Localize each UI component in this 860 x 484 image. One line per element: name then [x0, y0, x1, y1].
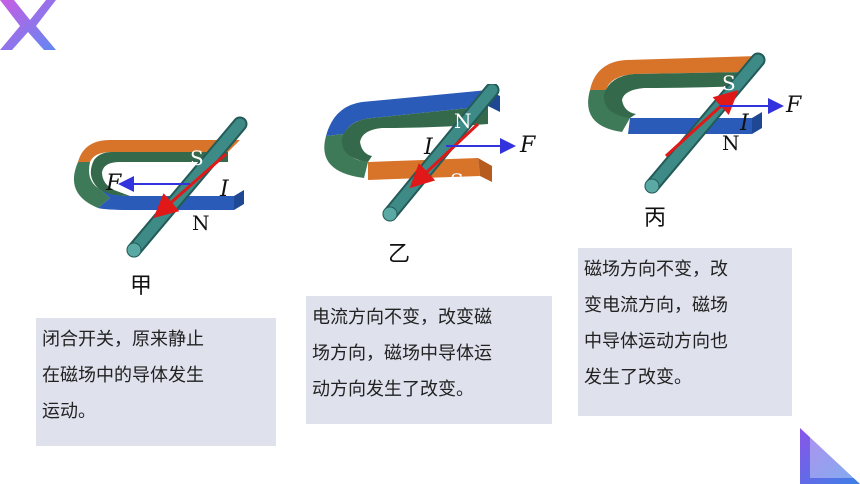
pole-bottom-label: N	[192, 211, 210, 235]
description-line: 动方向发生了改变。	[312, 379, 474, 400]
pole-bottom-label: S	[450, 169, 464, 193]
figure-label-yi: 乙	[388, 242, 411, 267]
pole-bottom-label: N	[722, 131, 740, 155]
description-line: 闭合开关，原来静止	[42, 329, 204, 350]
figure-label-bing: 丙	[644, 206, 667, 231]
figure-label-jia: 甲	[130, 274, 153, 299]
current-label: I	[219, 177, 230, 202]
decorative-corner-triangle	[800, 428, 860, 484]
description-line: 运动。	[42, 401, 96, 422]
description-box-3: 磁场方向不变，改 变电流方向，磁场 中导体运动方向也 发生了改变。	[578, 248, 792, 416]
force-label: F	[785, 93, 802, 118]
magnet-figure-yi: N S F I	[324, 84, 536, 222]
description-line: 场方向，磁场中导体运	[312, 343, 492, 364]
magnet-figure-bing: S N F I	[588, 52, 802, 194]
description-box-2: 电流方向不变，改变磁 场方向，磁场中导体运 动方向发生了改变。	[306, 296, 552, 424]
force-label: F	[519, 133, 536, 158]
description-line: 电流方向不变，改变磁	[312, 307, 492, 328]
pole-top-label: S	[722, 71, 736, 95]
description-line: 发生了改变。	[584, 367, 692, 388]
decorative-x-logo	[0, 0, 56, 50]
current-label: I	[423, 135, 434, 160]
magnet-figure-jia: S N F I	[73, 116, 248, 258]
description-box-1: 闭合开关，原来静止 在磁场中的导体发生 运动。	[36, 318, 276, 446]
current-label: I	[739, 111, 750, 136]
description-line: 变电流方向，磁场	[584, 295, 728, 316]
force-label: F	[105, 171, 122, 196]
pole-top-label: S	[190, 146, 204, 170]
description-line: 中导体运动方向也	[584, 331, 728, 352]
pole-top-label: N	[454, 109, 472, 133]
description-line: 在磁场中的导体发生	[42, 365, 204, 386]
description-line: 磁场方向不变，改	[584, 259, 728, 280]
